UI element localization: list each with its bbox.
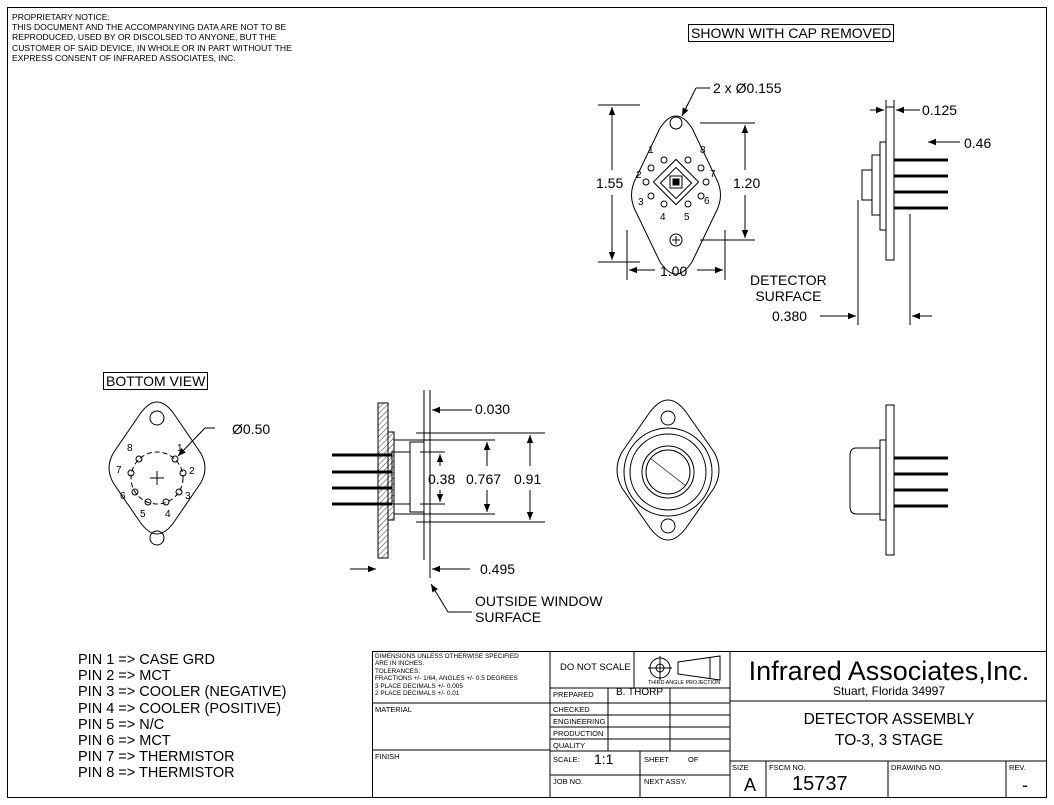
fscm-label: FSCM NO.: [769, 763, 806, 772]
pin-number: 8: [700, 145, 706, 156]
pin-entry: PIN 5 => N/C: [78, 716, 165, 733]
pin-entry: PIN 1 => CASE GRD: [78, 652, 215, 668]
pin-number: 3: [638, 197, 644, 208]
title-block-grid: [372, 651, 1047, 798]
pin-number: 2: [189, 466, 195, 477]
top-side-view: [820, 100, 960, 325]
pin-number: 7: [710, 169, 716, 180]
sheet-label: SHEET: [644, 755, 670, 764]
pin-entry: PIN 6 => MCT: [78, 733, 171, 750]
size-value: A: [744, 775, 757, 795]
pin-offset-dimension: 0.46: [964, 135, 992, 151]
next-assembly-label: NEXT ASSY.: [644, 777, 687, 786]
prepared-by: B. THORP: [616, 687, 664, 698]
drawing-title-line2: TO-3, 3 STAGE: [835, 732, 943, 749]
width-dimension: 1.00: [660, 263, 688, 279]
title-block: DIMENSIONS UNLESS OTHERWISE SPECIFIED AR…: [372, 651, 1047, 798]
pin-list: PIN 1 => CASE GRD PIN 2 => MCT PIN 3 => …: [78, 652, 286, 782]
pin-entry: PIN 2 => MCT: [78, 668, 171, 685]
hole-spacing-dimension: 1.20: [733, 175, 761, 191]
pin-number: 1: [177, 443, 183, 454]
body-dimension: 0.91: [514, 471, 542, 487]
pin-entry: PIN 4 => COOLER (POSITIVE): [78, 700, 282, 717]
finish-label: FINISH: [375, 752, 400, 761]
inner-dimension: 0.38: [428, 471, 456, 487]
pin-entry: PIN 7 => THERMISTOR: [78, 749, 235, 766]
pin-number: 8: [127, 443, 133, 454]
pin-number: 5: [140, 509, 146, 520]
window-depth-dimension: 0.495: [480, 561, 516, 577]
pin-number: 4: [165, 509, 171, 520]
production-label: PRODUCTION: [553, 729, 604, 738]
do-not-scale-label: DO NOT SCALE: [560, 662, 631, 673]
drawing-number-label: DRAWING NO.: [891, 763, 943, 772]
job-number-label: JOB NO.: [553, 777, 584, 786]
pin-number: 5: [684, 212, 690, 223]
pin-number: 4: [660, 212, 666, 223]
height-dimension: 1.55: [596, 175, 624, 191]
projection-label: THIRD ANGLE PROJECTION: [648, 680, 721, 686]
scale-value: 1:1: [594, 751, 614, 767]
revision-label: REV.: [1009, 763, 1026, 772]
scale-label: SCALE:: [553, 755, 580, 764]
pin-number: 3: [185, 491, 191, 502]
section-view: [332, 390, 545, 613]
detector-depth-dimension: 0.380: [772, 308, 808, 324]
quality-label: QUALITY: [553, 741, 586, 750]
detector-surface-label: DETECTOR SURFACE: [750, 272, 827, 304]
company-name: Infrared Associates,Inc.: [748, 656, 1030, 686]
pin-number: 2: [636, 170, 642, 181]
window-thickness-dimension: 0.030: [475, 401, 511, 417]
prepared-label: PREPARED: [553, 690, 594, 699]
pin-circle-dimension: Ø0.50: [232, 421, 271, 437]
drawing-title-line1: DETECTOR ASSEMBLY: [803, 711, 975, 728]
fscm-value: 15737: [792, 773, 848, 795]
sheet-of-label: OF: [688, 755, 699, 764]
pin-number: 1: [648, 145, 654, 156]
pin-entry: PIN 3 => COOLER (NEGATIVE): [78, 684, 287, 701]
company-address: Stuart, Florida 34997: [832, 684, 946, 698]
tolerances-note: DIMENSIONS UNLESS OTHERWISE SPECIFIED AR…: [375, 653, 519, 698]
pin-number: 6: [704, 196, 710, 207]
pin-entry: PIN 8 => THERMISTOR: [78, 765, 235, 782]
size-label: SIZE: [732, 763, 749, 772]
bottom-view: [108, 401, 215, 546]
engineering-label: ENGINEERING: [553, 717, 606, 726]
pin-number: 7: [116, 465, 122, 476]
checked-label: CHECKED: [553, 705, 590, 714]
revision-value: -: [1022, 775, 1028, 795]
flange-thickness-dimension: 0.125: [922, 102, 958, 118]
window-dimension: 0.767: [466, 471, 502, 487]
material-label: MATERIAL: [375, 705, 412, 714]
holes-dimension: 2 x Ø0.155: [713, 80, 782, 96]
pin-number: 6: [120, 491, 126, 502]
proprietary-notice: PROPRIETARY NOTICE: THIS DOCUMENT AND TH…: [12, 12, 292, 63]
bottom-view-label: BOTTOM VIEW: [103, 372, 209, 390]
outside-window-label: OUTSIDE WINDOW SURFACE: [475, 593, 603, 625]
capped-side-view: [849, 404, 948, 556]
cap-removed-label: SHOWN WITH CAP REMOVED: [688, 24, 895, 42]
front-cap-view: [616, 399, 720, 541]
top-front-view: [598, 87, 755, 280]
